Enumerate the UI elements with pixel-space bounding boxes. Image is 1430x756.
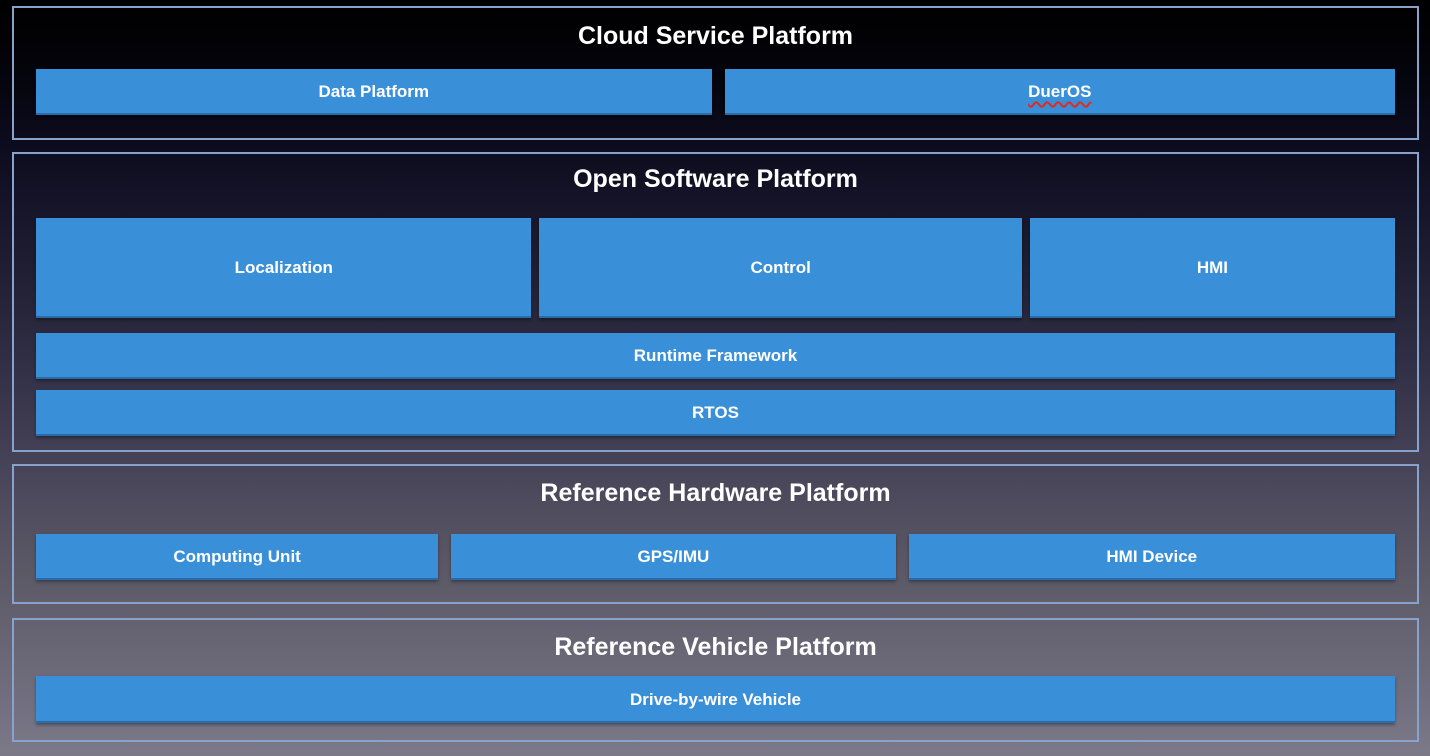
reference-vehicle-platform-title: Reference Vehicle Platform xyxy=(554,633,877,661)
open-software-box-row: Localization Control HMI xyxy=(36,218,1395,318)
box-localization: Localization xyxy=(36,218,532,318)
runtime-framework-row: Runtime Framework xyxy=(36,333,1395,379)
dueros-label: DuerOS xyxy=(1028,82,1092,101)
hardware-box-row: Computing Unit GPS/IMU HMI Device xyxy=(36,534,1395,580)
rtos-row: RTOS xyxy=(36,390,1395,436)
box-rtos: RTOS xyxy=(36,390,1395,436)
cloud-service-box-row: Data Platform DuerOS xyxy=(36,69,1395,115)
section-open-software-platform: Open Software Platform Localization Cont… xyxy=(12,152,1419,452)
box-gps-imu: GPS/IMU xyxy=(451,534,896,580)
section-reference-vehicle-platform: Reference Vehicle Platform Drive-by-wire… xyxy=(12,618,1419,742)
box-hmi: HMI xyxy=(1029,218,1395,318)
box-drive-by-wire-vehicle: Drive-by-wire Vehicle xyxy=(36,676,1395,723)
section-cloud-service-platform: Cloud Service Platform Data Platform Due… xyxy=(12,6,1419,140)
section-reference-hardware-platform: Reference Hardware Platform Computing Un… xyxy=(12,464,1419,604)
box-runtime-framework: Runtime Framework xyxy=(36,333,1395,379)
box-hmi-device: HMI Device xyxy=(908,534,1395,580)
box-control: Control xyxy=(539,218,1022,318)
cloud-service-platform-title: Cloud Service Platform xyxy=(577,22,854,50)
box-computing-unit: Computing Unit xyxy=(36,534,439,580)
reference-hardware-platform-title: Reference Hardware Platform xyxy=(540,479,891,507)
box-data-platform: Data Platform xyxy=(36,69,712,115)
vehicle-box-row: Drive-by-wire Vehicle xyxy=(36,676,1395,723)
open-software-platform-title: Open Software Platform xyxy=(573,165,858,193)
box-dueros: DuerOS xyxy=(724,69,1395,115)
